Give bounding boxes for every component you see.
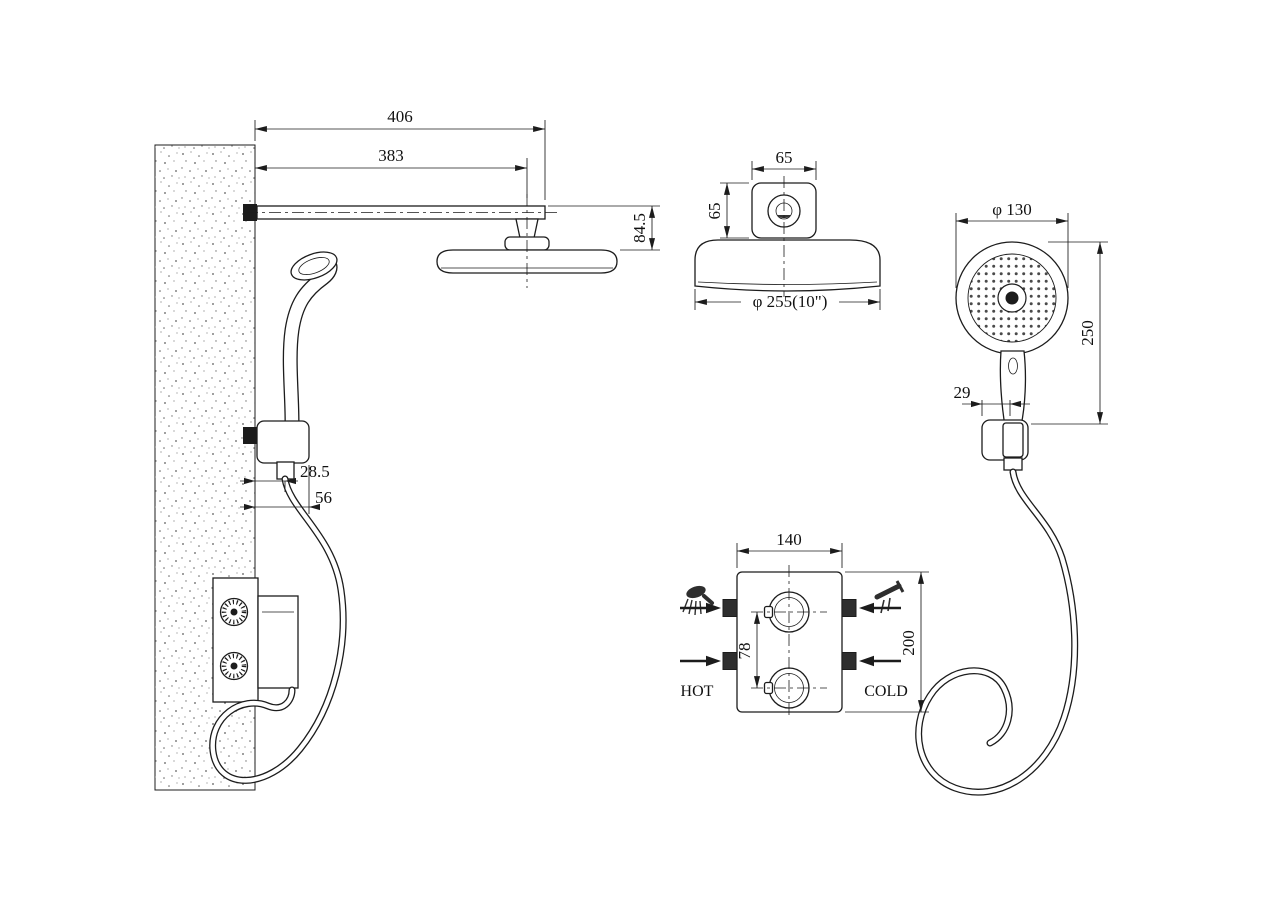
dim-label-bracket-offset: 28.5	[300, 462, 330, 481]
rain-head-front-view: 65 65 φ 255(10")	[694, 148, 881, 311]
mode-button	[1005, 291, 1019, 305]
dim-head-drop: 84.5	[548, 205, 660, 251]
dim-label-head-drop: 84.5	[630, 213, 649, 243]
flow-arrow-spray	[680, 602, 721, 614]
valve-port-left-bottom	[722, 652, 738, 670]
dim-mount-width: 65	[751, 148, 817, 180]
valve-knob-side-top	[219, 597, 249, 627]
dim-valve-height: 200	[845, 571, 929, 713]
hand-shower-front-view: φ 130 250 29	[915, 200, 1108, 796]
dim-bracket-depth: 56	[240, 465, 332, 514]
side-view: 406 383 84.5 28.5 56	[154, 107, 660, 791]
valve-knob-side-bottom	[219, 651, 249, 681]
dim-label-mount-width: 65	[776, 148, 793, 167]
hand-shower-handle	[999, 350, 1027, 427]
dim-arm-to-head-center: 383	[254, 146, 528, 198]
dim-label-valve-height: 200	[899, 630, 918, 656]
dim-label-head-diameter: φ 255(10")	[753, 292, 828, 311]
rain-head-side	[436, 194, 618, 288]
hand-spray-icon	[682, 585, 714, 616]
flow-arrow-cold	[859, 655, 901, 667]
valve-front-view: 140 78 200	[680, 530, 929, 719]
dim-label-bracket-depth: 56	[315, 488, 332, 507]
dim-valve-width: 140	[736, 530, 843, 568]
hand-shower-side	[282, 251, 338, 429]
hose-nut	[1003, 457, 1023, 471]
dim-mount-height: 65	[705, 182, 749, 239]
dim-bracket-offset: 28.5	[240, 462, 330, 514]
flow-arrow-hot	[680, 655, 721, 667]
valve-port-right-top	[841, 599, 857, 617]
bracket-wall-flange	[243, 427, 257, 444]
dim-bracket-width: 29	[954, 383, 1030, 416]
valve-body-side	[212, 577, 259, 703]
hand-shower-bracket-side	[243, 420, 310, 480]
valve-body	[736, 571, 843, 713]
dim-label-hand-length: 250	[1078, 320, 1097, 346]
valve-side	[212, 577, 299, 703]
rain-head-disc-front	[694, 239, 881, 292]
hand-shower-head-side	[290, 251, 338, 281]
dim-knob-spacing: 78	[735, 612, 761, 688]
cold-label: COLD	[864, 683, 908, 700]
flow-arrow-tub	[859, 602, 901, 614]
dim-label-arm-to-head: 383	[378, 146, 404, 165]
dim-arm-overall: 406	[254, 107, 546, 200]
hand-shower-hose-front	[915, 468, 1079, 796]
dim-label-valve-width: 140	[776, 530, 802, 549]
dim-label-mount-height: 65	[705, 203, 724, 220]
dim-hand-shower-length: 250	[1031, 241, 1108, 425]
dim-label-arm-overall: 406	[387, 107, 413, 126]
dim-label-bracket-width: 29	[954, 383, 971, 402]
valve-port-left-top	[722, 599, 738, 617]
dim-head-diameter: φ 255(10")	[694, 289, 881, 311]
dim-label-hand-diameter: φ 130	[992, 200, 1032, 219]
valve-port-right-bottom	[841, 652, 857, 670]
dim-hand-shower-diameter: φ 130	[955, 200, 1069, 288]
wall-section	[154, 144, 256, 791]
rain-head-disc	[436, 249, 618, 274]
hand-shower-hose-side	[209, 475, 347, 784]
valve-trim-side	[257, 595, 299, 689]
shower-arm	[243, 204, 560, 221]
hot-label: HOT	[681, 683, 714, 700]
dim-label-knob-spacing: 78	[735, 643, 754, 660]
